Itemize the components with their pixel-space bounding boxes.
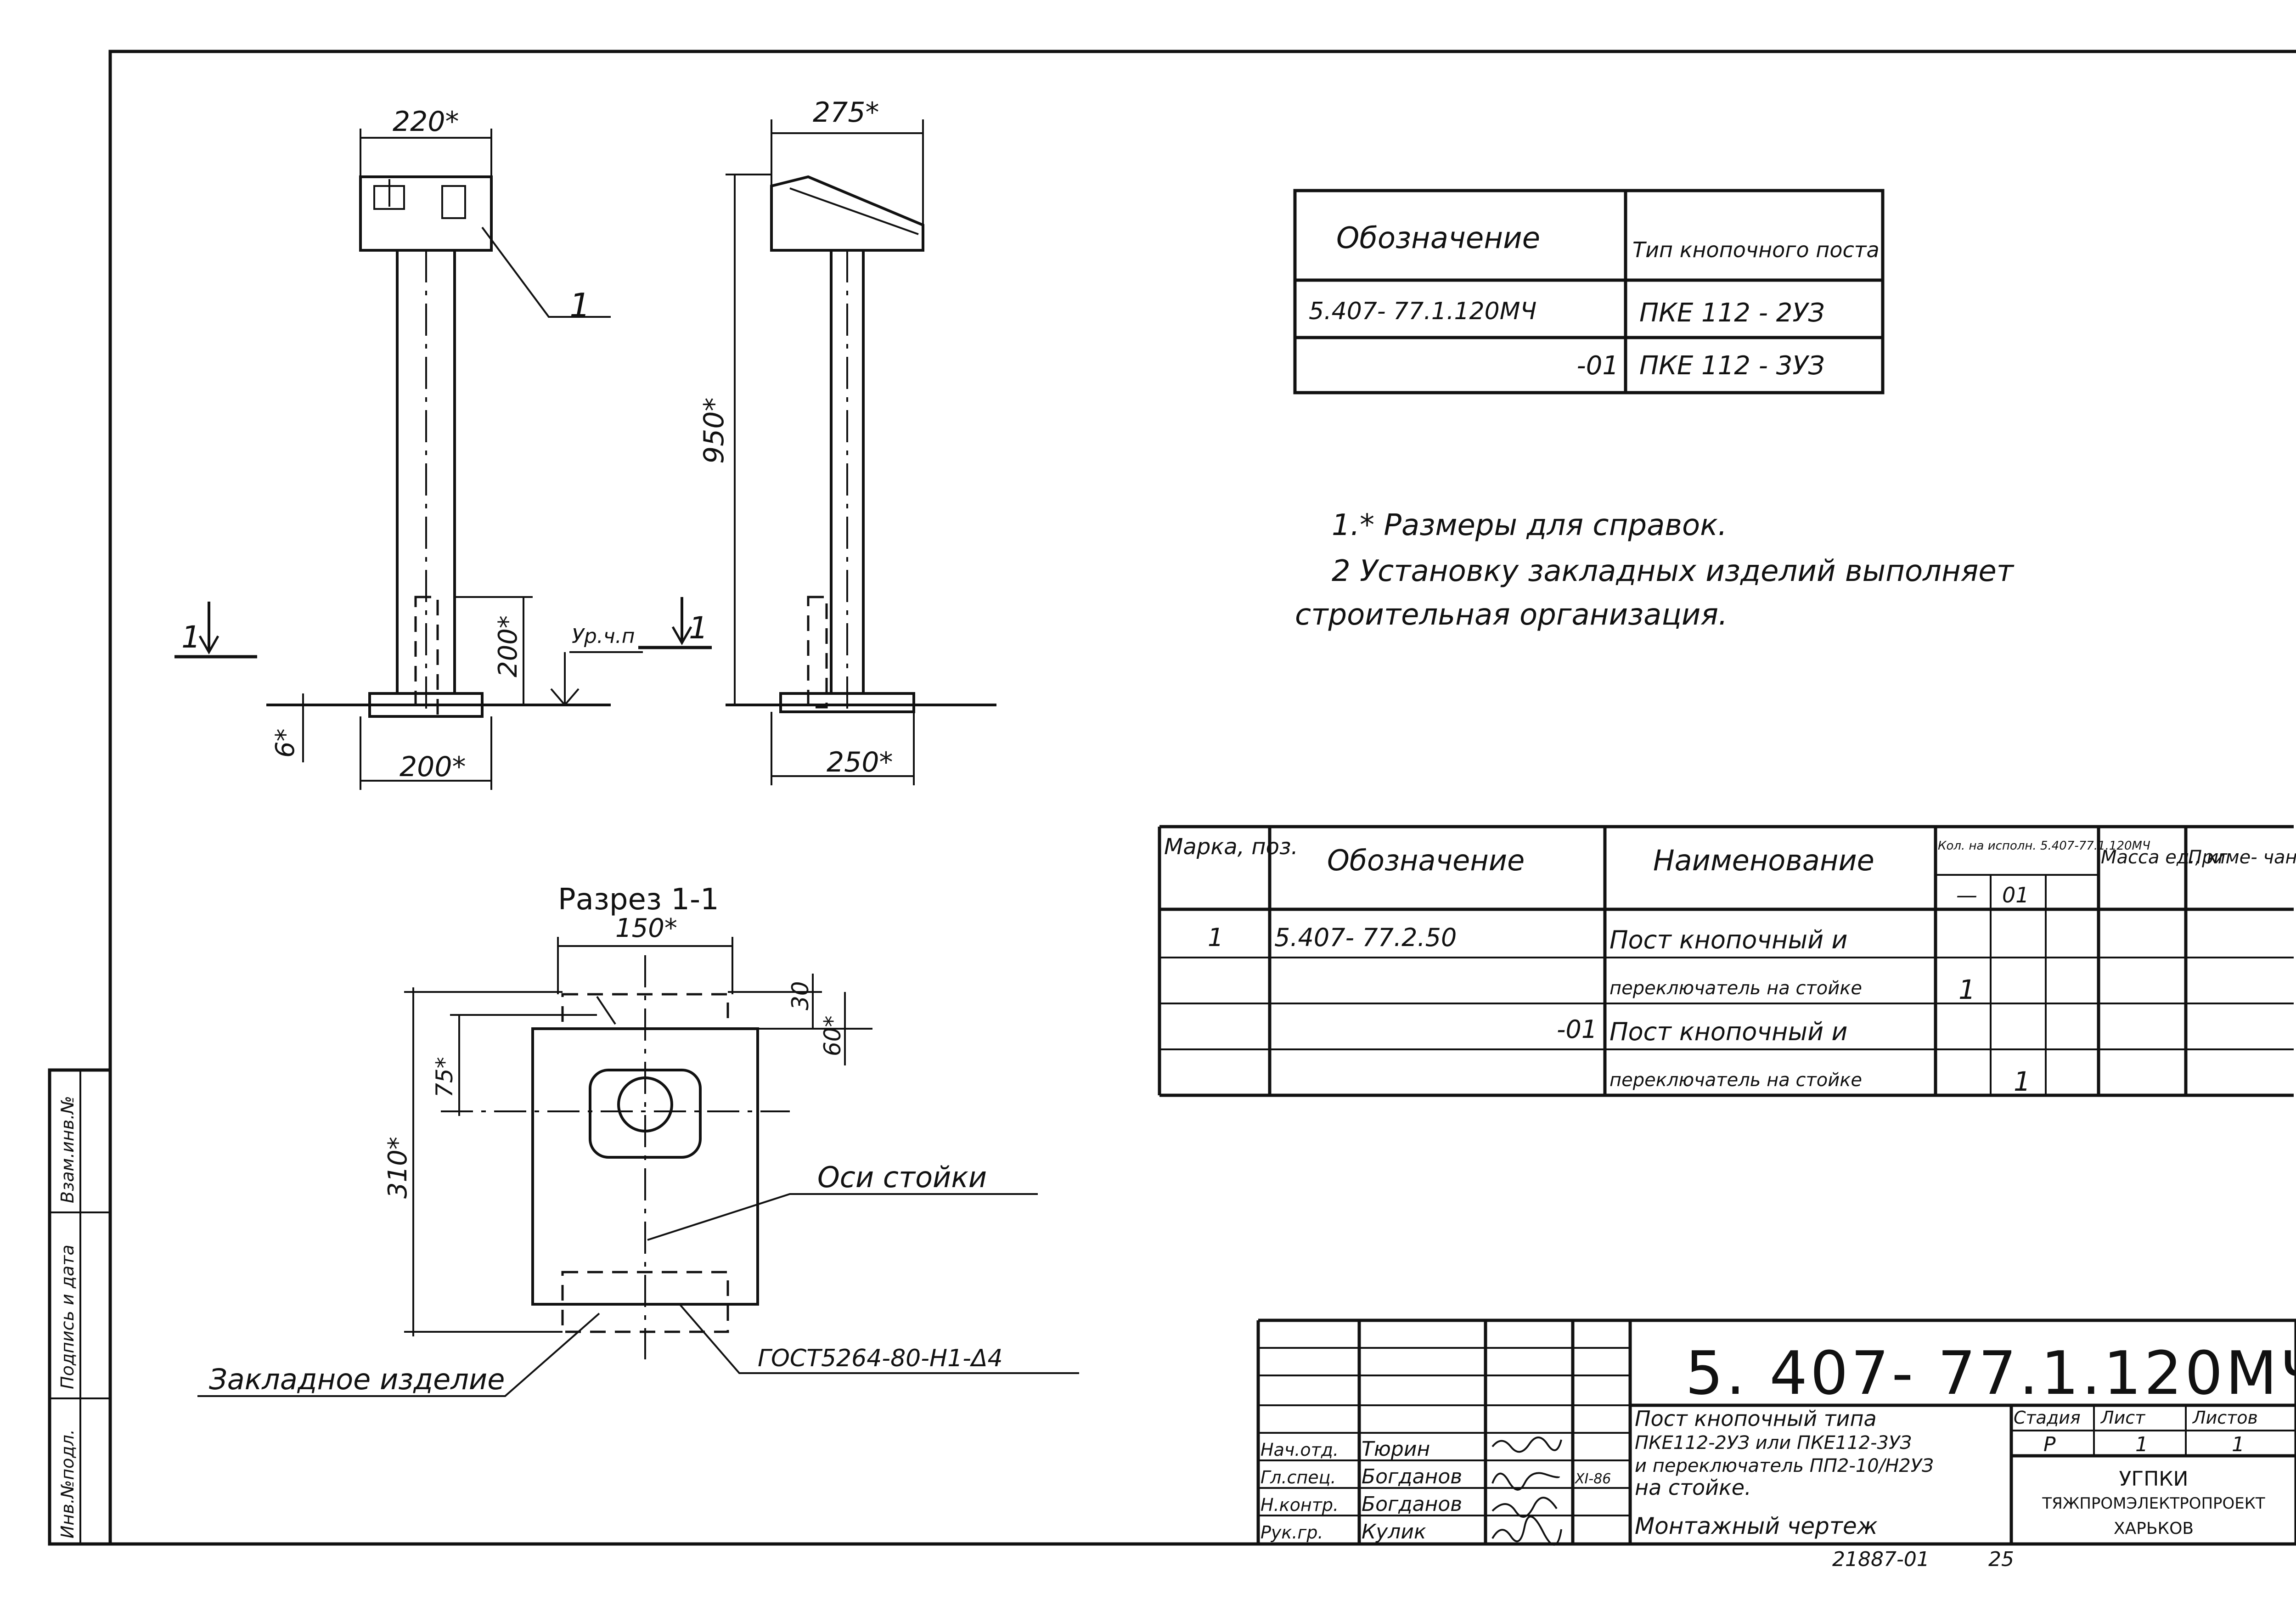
- name-4: Кулик: [1362, 1520, 1426, 1544]
- variant-r2-type: ПКЕ 112 - 3УЗ: [1639, 351, 1824, 381]
- spec-r1-mark: 1: [1208, 923, 1223, 952]
- note-2-cont: строительная организация.: [1295, 598, 1728, 632]
- section-title: Разрез 1-1: [558, 883, 719, 917]
- dim-section-width: 150*: [615, 913, 677, 943]
- spec-r1-name: Пост кнопочный и: [1609, 925, 1847, 954]
- variant-r1-type: ПКЕ 112 - 2УЗ: [1639, 298, 1824, 328]
- spec-r3-name: Пост кнопочный и: [1609, 1017, 1847, 1046]
- spec-table: [1158, 825, 2294, 1097]
- spec-header-mass: Масса ед., кг: [2101, 847, 2228, 868]
- role-1: Нач.отд.: [1261, 1440, 1339, 1460]
- spec-r1-designation: 5.407- 77.2.50: [1274, 923, 1457, 952]
- spec-r2-name: переключатель на стойке: [1609, 978, 1862, 999]
- variant-header-type: Тип кнопочного поста: [1632, 237, 1880, 262]
- section-mark-left: 1: [181, 620, 201, 655]
- name-3: Богданов: [1362, 1493, 1462, 1516]
- sheet-value: 1: [2135, 1433, 2148, 1456]
- side-button-box: [770, 175, 924, 252]
- stamp-replacement: Взам.инв.№: [57, 1096, 78, 1203]
- title-block: [1256, 1318, 2296, 1544]
- side-embed-plate: [807, 596, 828, 709]
- title-line-2: ПКЕ112-2УЗ или ПКЕ112-3УЗ: [1635, 1432, 1912, 1454]
- role-3: Н.контр.: [1261, 1495, 1339, 1515]
- title-line-4: на стойке.: [1635, 1475, 1751, 1500]
- dim-height: 950*: [698, 397, 730, 464]
- spec-r3-designation: -01: [1557, 1015, 1597, 1044]
- signature-2: [1491, 1472, 1560, 1491]
- sheet-label: Лист: [2100, 1408, 2146, 1428]
- bottom-number: 21887-01: [1832, 1548, 1930, 1571]
- axes-leader: [647, 1193, 1038, 1241]
- approval-date: XI-86: [1574, 1471, 1611, 1487]
- org-line-3: ХАРЬКОВ: [2114, 1519, 2194, 1538]
- dim-front-base: 200*: [400, 751, 466, 783]
- signature-3: [1491, 1497, 1558, 1518]
- callout-1-label: 1: [569, 286, 591, 325]
- name-1: Тюрин: [1362, 1437, 1430, 1461]
- note-1: 1.* Размеры для справок.: [1332, 508, 1727, 542]
- front-view: [174, 129, 712, 790]
- org-line-1: УГПКИ: [2119, 1467, 2189, 1491]
- margin-stamp: [48, 1068, 112, 1546]
- spec-header-designation: Обозначение: [1327, 844, 1525, 877]
- spec-header-mark: Марка, поз.: [1164, 834, 1298, 860]
- side-view: [726, 119, 996, 785]
- dim-front-top: 220*: [393, 106, 459, 138]
- document-code: 5. 407- 77.1.120МЧ: [1685, 1338, 2296, 1408]
- variant-r1-designation: 5.407- 77.1.120МЧ: [1309, 298, 1536, 325]
- dim-section-60: 60*: [819, 1015, 846, 1056]
- sheets-label: Листов: [2192, 1408, 2258, 1428]
- page-number: 25: [1988, 1548, 2014, 1571]
- org-line-2: ТЯЖПРОМЭЛЕКТРОПРОЕКТ: [2042, 1494, 2265, 1513]
- weld-leader: [679, 1303, 1079, 1374]
- variant-header-designation: Обозначение: [1336, 221, 1540, 255]
- signature-1: [1491, 1437, 1562, 1453]
- dim-side-top: 275*: [813, 96, 879, 129]
- section-1-1: [197, 937, 1079, 1397]
- weld-label: ГОСТ5264-80-Н1-Δ4: [758, 1345, 1003, 1372]
- role-4: Рук.гр.: [1261, 1522, 1323, 1543]
- spec-header-name: Наименование: [1653, 844, 1874, 877]
- stamp-inventory: Инв.№подл.: [57, 1429, 78, 1538]
- note-2: 2 Установку закладных изделий выполняет: [1332, 554, 2015, 588]
- title-line-5: Монтажный чертеж: [1635, 1513, 1878, 1539]
- spec-r2-qty-a: 1: [1958, 974, 1975, 1005]
- section-mark-right: 1: [689, 610, 708, 646]
- front-switch-symbol: [441, 185, 466, 219]
- callout-1-leader: [481, 226, 611, 318]
- stage-label: Стадия: [2014, 1408, 2081, 1428]
- role-2: Гл.спец.: [1261, 1467, 1336, 1487]
- title-line-1: Пост кнопочный типа: [1635, 1406, 1877, 1431]
- spec-header-note: Приме- чание: [2188, 847, 2296, 868]
- embed-leader: [197, 1313, 600, 1397]
- spec-header-qty-a: —: [1956, 883, 1977, 907]
- spec-r4-name: переключатель на стойке: [1609, 1070, 1862, 1091]
- title-line-3: и переключатель ПП2-10/Н2УЗ: [1635, 1455, 1934, 1476]
- dim-section-75: 75*: [431, 1057, 458, 1098]
- embed-label: Закладное изделие: [209, 1363, 505, 1396]
- signature-4: [1491, 1515, 1562, 1546]
- dim-section-30: 30: [787, 981, 814, 1010]
- spec-r4-qty-b: 1: [2014, 1066, 2031, 1097]
- spec-header-qty-b: 01: [2002, 883, 2029, 907]
- stamp-signature-date: Подпись и дата: [57, 1245, 78, 1389]
- variant-r2-designation: -01: [1577, 351, 1619, 381]
- level-label: Ур.ч.п: [572, 625, 635, 648]
- sheet-frame: [108, 50, 2296, 1546]
- dim-side-base: 250*: [827, 746, 893, 778]
- front-button-box: [359, 175, 493, 252]
- spec-header-qty: Кол. на исполн. 5.407-77.1.120МЧ: [1938, 839, 2150, 853]
- stage-value: Р: [2043, 1433, 2056, 1456]
- side-base-plate: [779, 692, 915, 713]
- variant-table: [1293, 189, 1885, 394]
- dim-section-310: 310*: [383, 1137, 413, 1199]
- axes-label: Оси стойки: [817, 1161, 987, 1194]
- dim-base-thickness: 6*: [270, 728, 300, 758]
- dim-embed-height: 200*: [493, 615, 523, 677]
- name-2: Богданов: [1362, 1465, 1462, 1488]
- sheets-value: 1: [2232, 1433, 2245, 1456]
